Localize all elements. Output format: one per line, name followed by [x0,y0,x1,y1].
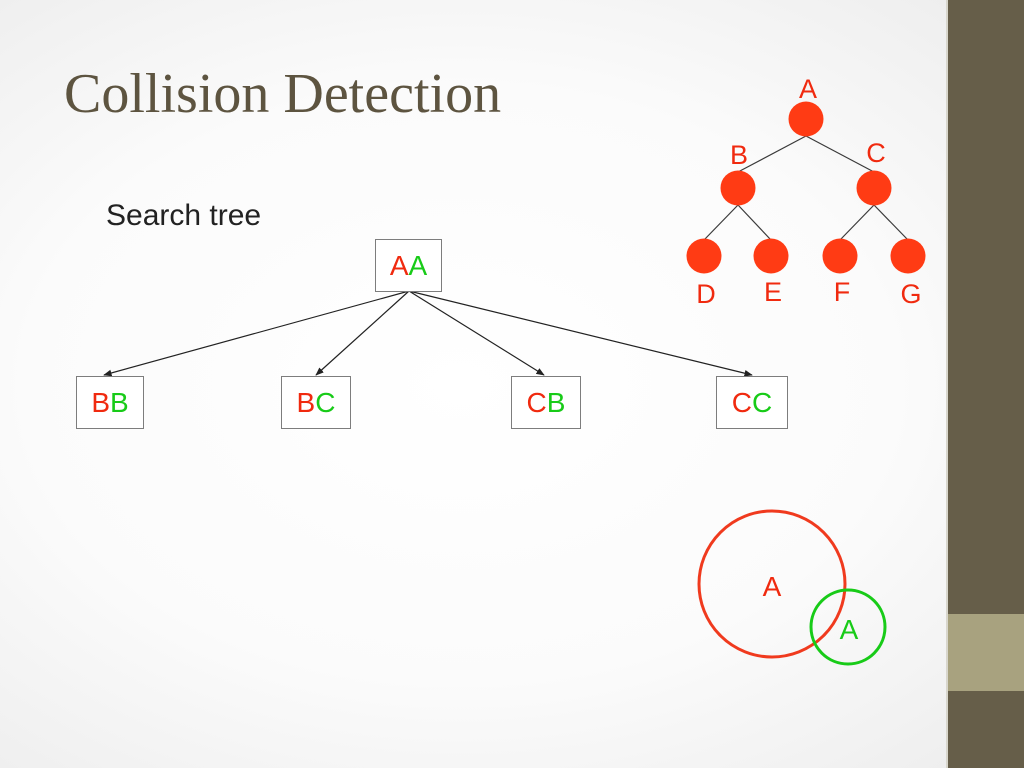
node-f-label: F [834,277,851,307]
node-a-label: A [799,74,817,104]
child-right-label: B [546,387,566,418]
node-c-label: C [866,138,886,168]
edge-b-e [737,204,772,241]
child-left-label: C [731,387,752,418]
hierarchy-node-labels: A B C D E F G [696,74,921,309]
edge-aa-cc [408,290,753,377]
search-tree-root-node: AA [375,239,442,292]
node-d-circle [686,238,722,274]
edge-a-c [805,135,875,173]
edge-b-d [703,204,739,241]
hierarchy-edges [703,135,909,241]
sidebar-edge [946,0,948,768]
edge-c-f [839,204,875,241]
edge-a-b [737,135,807,173]
overlap-illustration: A A [697,509,887,666]
small-bounding-circle [809,588,887,666]
slide-title: Collision Detection [64,63,502,125]
edge-aa-bc [315,290,410,376]
big-bounding-circle [697,509,847,659]
child-right-label: B [110,387,129,418]
node-b-circle [720,170,756,206]
child-left-label: B [296,387,316,418]
node-e-circle [753,238,789,274]
search-tree-caption: Search tree [106,199,262,232]
hierarchy-node-shapes [686,101,926,274]
child-right-label: C [315,387,336,418]
search-tree-child-node: BC [281,376,351,429]
node-f-circle [822,238,858,274]
node-d-label: D [696,279,716,309]
edge-aa-bb [103,290,410,377]
node-a-circle [788,101,824,137]
sidebar-accent-block [948,614,1024,691]
node-c-circle [856,170,892,206]
search-tree-child-node: CB [511,376,581,429]
search-tree-child-node: BB [76,376,144,429]
node-g-label: G [900,279,921,309]
root-left-label: A [389,250,409,281]
child-left-label: B [91,387,110,418]
search-tree-child-node: CC [716,376,788,429]
node-g-circle [890,238,926,274]
node-e-label: E [764,277,782,307]
big-circle-label: A [763,571,782,602]
child-right-label: C [752,387,773,418]
small-circle-label: A [840,614,859,645]
child-left-label: C [526,387,547,418]
node-b-label: B [730,140,748,170]
search-tree-edges [103,290,753,377]
edge-aa-cb [408,290,545,376]
hierarchy-tree: A B C D E F G [686,74,926,309]
root-right-label: A [408,250,428,281]
edge-c-g [873,204,909,241]
